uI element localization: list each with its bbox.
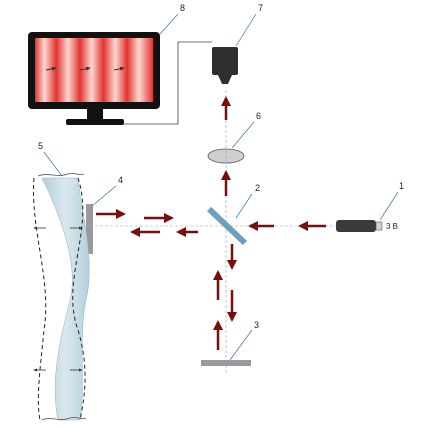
object-mirror [86, 204, 93, 254]
laser-power-label: 3 B [386, 222, 398, 231]
label-monitor: 8 [180, 3, 185, 13]
label-camera: 7 [258, 3, 263, 13]
monitor-icon [28, 32, 160, 125]
laser-icon [336, 220, 383, 232]
label-object: 5 [38, 141, 43, 151]
optical-axis-lines [95, 90, 340, 375]
label-laser: 1 [399, 181, 404, 191]
label-lens: 6 [256, 111, 261, 121]
beam-arrows [96, 96, 326, 350]
reference-mirror [201, 360, 251, 366]
label-object-mirror: 4 [118, 175, 123, 185]
camera-cable [124, 41, 212, 125]
label-beam-splitter: 2 [255, 183, 260, 193]
deformable-object [33, 173, 90, 421]
label-reference-mirror: 3 [254, 320, 259, 330]
beam-splitter [206, 206, 248, 246]
leader-lines [43, 13, 399, 361]
camera-icon [212, 47, 238, 84]
